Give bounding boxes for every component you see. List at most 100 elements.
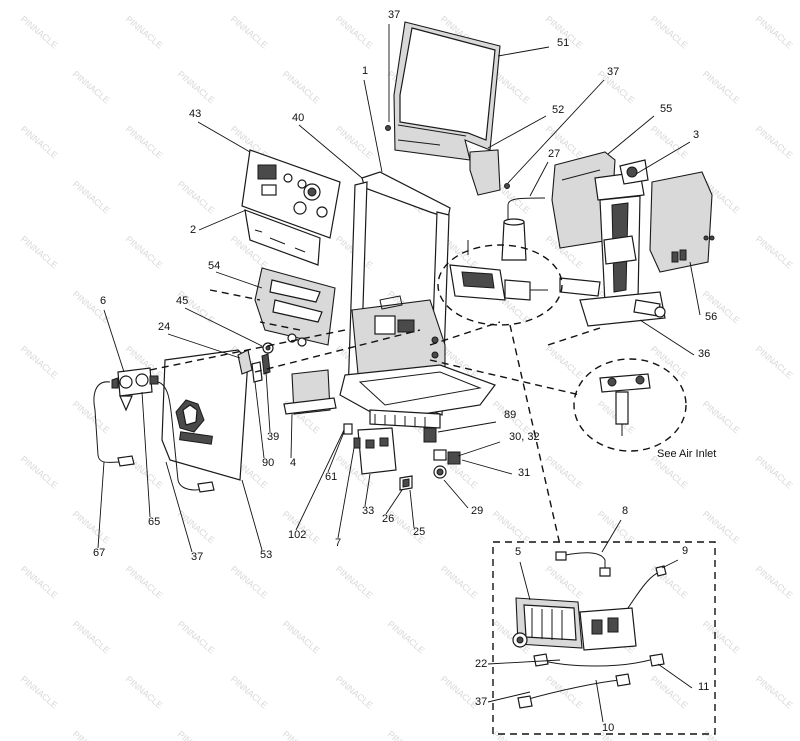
callout-c11: 11 <box>698 681 709 693</box>
callout-c43: 43 <box>189 108 201 120</box>
watermark-text: PINNACLE <box>71 729 112 741</box>
watermark-text: PINNACLE <box>229 674 270 711</box>
watermark-text: PINNACLE <box>19 124 60 161</box>
watermark-text: PINNACLE <box>71 69 112 106</box>
watermark-text: PINNACLE <box>701 509 742 546</box>
watermark-text: PINNACLE <box>649 344 690 381</box>
watermark-text: PINNACLE <box>386 619 427 656</box>
watermark-text: PINNACLE <box>124 124 165 161</box>
callout-c6: 6 <box>100 295 106 307</box>
callout-c9: 9 <box>682 545 688 557</box>
watermark-text: PINNACLE <box>491 729 532 741</box>
callout-c8: 8 <box>622 505 628 517</box>
callout-c25: 25 <box>413 526 425 538</box>
callout-c37a: 37 <box>388 9 400 21</box>
watermark-text: PINNACLE <box>701 619 742 656</box>
watermark-text: PINNACLE <box>281 69 322 106</box>
callout-c33: 33 <box>362 505 374 517</box>
callout-c10: 10 <box>602 722 614 734</box>
watermark-text: PINNACLE <box>649 674 690 711</box>
callout-c37c: 37 <box>191 551 203 563</box>
air-inlet-detail <box>573 358 687 452</box>
motor-detail <box>437 240 563 326</box>
watermark-text: PINNACLE <box>544 454 585 491</box>
callout-c90: 90 <box>262 457 274 469</box>
watermark-text: PINNACLE <box>439 564 480 601</box>
watermark-text: PINNACLE <box>176 69 217 106</box>
see-air-inlet-note: See Air Inlet <box>657 448 716 460</box>
watermark-text: PINNACLE <box>544 344 585 381</box>
watermark-text: PINNACLE <box>124 234 165 271</box>
callout-c30: 30, 32 <box>509 431 540 443</box>
callout-c7: 7 <box>335 537 341 549</box>
callout-c5: 5 <box>515 546 521 558</box>
watermark-text: PINNACLE <box>281 729 322 741</box>
watermark-text: PINNACLE <box>229 14 270 51</box>
callout-c29: 29 <box>471 505 483 517</box>
callout-c3: 3 <box>693 129 699 141</box>
callout-c102: 102 <box>288 529 306 541</box>
watermark-text: PINNACLE <box>19 564 60 601</box>
watermark-text: PINNACLE <box>491 509 532 546</box>
frame-1 <box>339 171 496 421</box>
watermark-text: PINNACLE <box>649 564 690 601</box>
callout-c4: 4 <box>290 457 296 469</box>
reservoir-27 <box>501 197 546 261</box>
watermark-text: PINNACLE <box>281 619 322 656</box>
transformer-4 <box>283 369 337 415</box>
manifold-6 <box>93 367 215 493</box>
callout-c51: 51 <box>557 37 569 49</box>
callout-c53: 53 <box>260 549 272 561</box>
heater-detail-box <box>492 541 716 735</box>
watermark-text: PINNACLE <box>754 344 795 381</box>
callout-c31: 31 <box>518 467 530 479</box>
watermark-text: PINNACLE <box>754 234 795 271</box>
watermark-text: PINNACLE <box>649 124 690 161</box>
callout-c36: 36 <box>698 348 710 360</box>
watermark-text: PINNACLE <box>19 674 60 711</box>
watermark-text: PINNACLE <box>334 14 375 51</box>
leader-lines <box>97 24 701 723</box>
watermark-text: PINNACLE <box>19 14 60 51</box>
watermark-text: PINNACLE <box>71 399 112 436</box>
watermark-text: PINNACLE <box>544 674 585 711</box>
pump-cover-56 <box>649 171 715 273</box>
callout-c89: 89 <box>504 409 516 421</box>
callout-c61: 61 <box>325 471 337 483</box>
watermark-text: PINNACLE <box>754 564 795 601</box>
watermark-text: PINNACLE <box>701 729 742 741</box>
watermark-text: PINNACLE <box>754 14 795 51</box>
watermark-text: PINNACLE <box>649 14 690 51</box>
watermark-text: PINNACLE <box>71 619 112 656</box>
electrical-33 <box>343 409 461 491</box>
watermark-text: PINNACLE <box>229 564 270 601</box>
watermark-text: PINNACLE <box>176 619 217 656</box>
watermark-text: PINNACLE <box>19 234 60 271</box>
callout-c54: 54 <box>208 260 220 272</box>
front-shroud-53 <box>161 349 249 481</box>
watermark-text: PINNACLE <box>19 454 60 491</box>
watermark-text: PINNACLE <box>701 399 742 436</box>
watermark-text: PINNACLE <box>124 674 165 711</box>
callout-c1: 1 <box>362 65 368 77</box>
watermark-text: PINNACLE <box>386 729 427 741</box>
callout-c27: 27 <box>548 148 560 160</box>
callout-c52: 52 <box>552 104 564 116</box>
cover-52 <box>385 125 510 196</box>
watermark-text: PINNACLE <box>19 344 60 381</box>
callout-c67: 67 <box>93 547 105 559</box>
watermark-text: PINNACLE <box>71 509 112 546</box>
callout-c2: 2 <box>190 224 196 236</box>
rear-cover-54 <box>254 267 336 347</box>
callout-c40: 40 <box>292 112 304 124</box>
watermark-text: PINNACLE <box>701 69 742 106</box>
watermark-text: PINNACLE <box>754 124 795 161</box>
watermark-text: PINNACLE <box>124 564 165 601</box>
callout-c37d: 37 <box>475 696 487 708</box>
connection-dashes <box>149 289 601 546</box>
watermark-text: PINNACLE <box>124 14 165 51</box>
callout-c65: 65 <box>148 516 160 528</box>
fittings-24-39-45-90 <box>237 342 274 383</box>
